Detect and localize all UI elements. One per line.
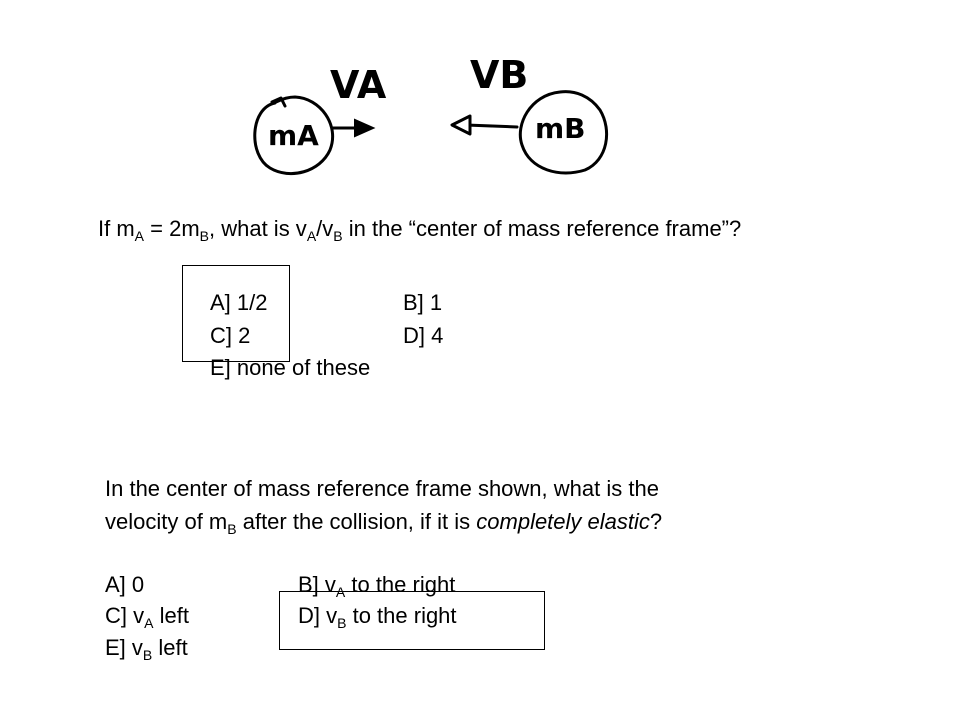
mass-a-circle bbox=[253, 95, 335, 176]
answer-box-q1 bbox=[182, 265, 290, 362]
velocity-b-arrowhead bbox=[450, 114, 472, 136]
question-2-line-1: In the center of mass reference frame sh… bbox=[105, 476, 659, 501]
q1-option-d: D] 4 bbox=[403, 323, 444, 348]
mass-a-tick bbox=[270, 96, 287, 108]
q2-option-b: B] vA to the right bbox=[298, 572, 456, 600]
question-2-line-2: velocity of mB after the collision, if i… bbox=[105, 509, 663, 537]
q2-option-a: A] 0 bbox=[105, 572, 145, 597]
q2-option-e: E] vB left bbox=[105, 635, 188, 663]
question-1: If mA = 2mB, what is vA/vB in the “cente… bbox=[98, 216, 742, 244]
q2-option-c: C] vA left bbox=[105, 603, 189, 631]
velocity-a-arrowhead bbox=[354, 118, 376, 138]
q1-option-c: C] 2 bbox=[210, 323, 251, 348]
q1-option-a: A] 1/2 bbox=[210, 290, 268, 315]
q1-option-e: E] none of these bbox=[210, 355, 371, 380]
q1-option-b: B] 1 bbox=[403, 290, 443, 315]
velocity-b-arrow bbox=[464, 123, 519, 129]
mass-b-circle bbox=[518, 90, 609, 175]
label-mb: mB bbox=[535, 112, 586, 145]
q2-option-d: D] vB to the right bbox=[298, 603, 457, 631]
answer-box-q2 bbox=[279, 591, 545, 650]
label-vb: VB bbox=[470, 53, 528, 97]
collision-diagram: VA VB mA mB bbox=[253, 53, 609, 176]
label-va: VA bbox=[330, 63, 387, 107]
label-ma: mA bbox=[268, 119, 319, 152]
